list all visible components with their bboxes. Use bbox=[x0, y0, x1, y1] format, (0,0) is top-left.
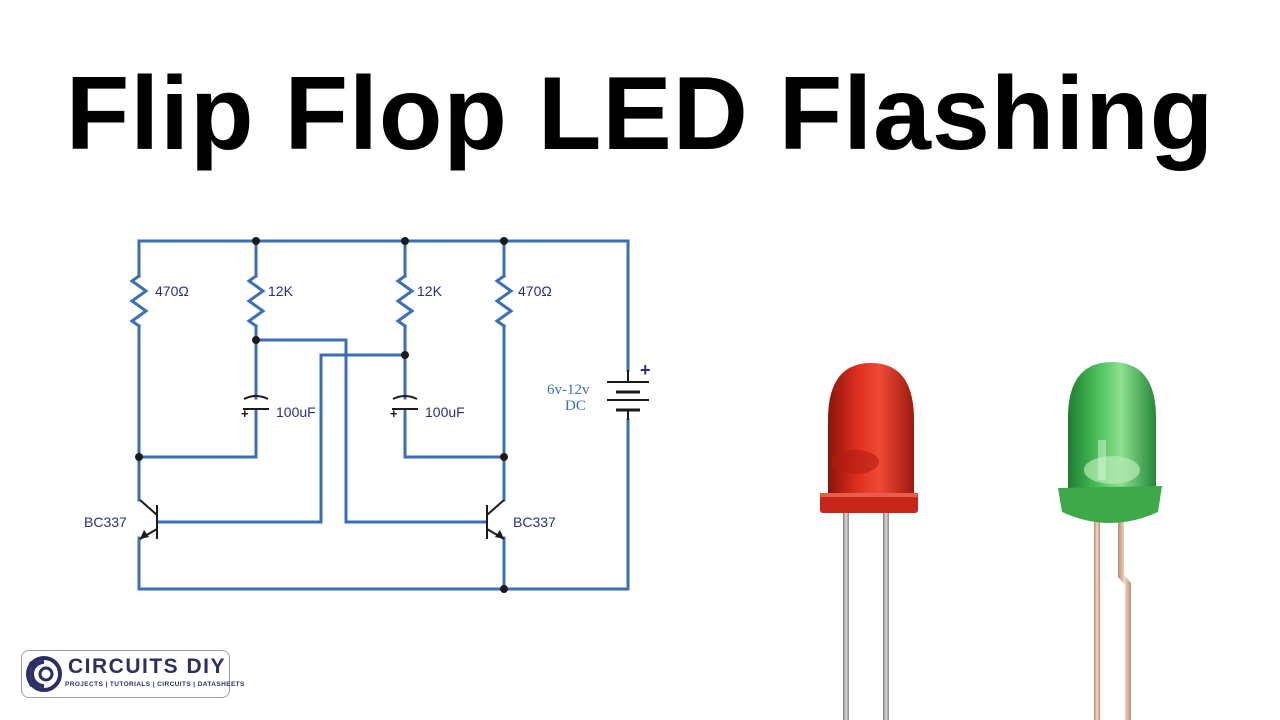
capacitor-left-label: 100uF bbox=[276, 404, 316, 420]
capacitor-left-plus: + bbox=[241, 406, 249, 421]
battery-plus-label: + bbox=[640, 360, 651, 380]
resistor-mid-left-label: 12K bbox=[268, 283, 294, 299]
capacitor-right-label: 100uF bbox=[425, 404, 465, 420]
transistor-left-label: BC337 bbox=[84, 514, 127, 530]
junction-dots bbox=[135, 237, 508, 593]
battery-symbol bbox=[607, 370, 649, 420]
capacitor-right-plus: + bbox=[390, 406, 398, 421]
logo-gear-icon bbox=[26, 656, 62, 692]
transistor-right-symbol bbox=[486, 499, 505, 540]
supply-type-label: DC bbox=[565, 398, 586, 414]
logo-tagline: PROJECTS | TUTORIALS | CIRCUITS | DATASH… bbox=[65, 681, 245, 688]
resistor-mid-right-label: 12K bbox=[417, 283, 443, 299]
capacitor-right-symbol bbox=[392, 395, 418, 410]
resistor-right-label: 470Ω bbox=[518, 283, 552, 299]
transistor-right-label: BC337 bbox=[513, 514, 556, 530]
logo-name: CIRCUITS DIY bbox=[68, 655, 227, 678]
red-led-image bbox=[820, 363, 918, 720]
page-title: Flip Flop LED Flashing bbox=[65, 56, 1215, 172]
supply-voltage-label: 6v-12v bbox=[547, 382, 590, 398]
transistor-left-symbol bbox=[139, 499, 158, 540]
capacitor-left-symbol bbox=[243, 395, 269, 410]
circuit-wires bbox=[129, 239, 630, 591]
circuits-diy-logo[interactable]: CIRCUITS DIY PROJECTS | TUTORIALS | CIRC… bbox=[21, 650, 244, 698]
green-led-image bbox=[1058, 362, 1162, 720]
resistor-left-label: 470Ω bbox=[155, 283, 189, 299]
